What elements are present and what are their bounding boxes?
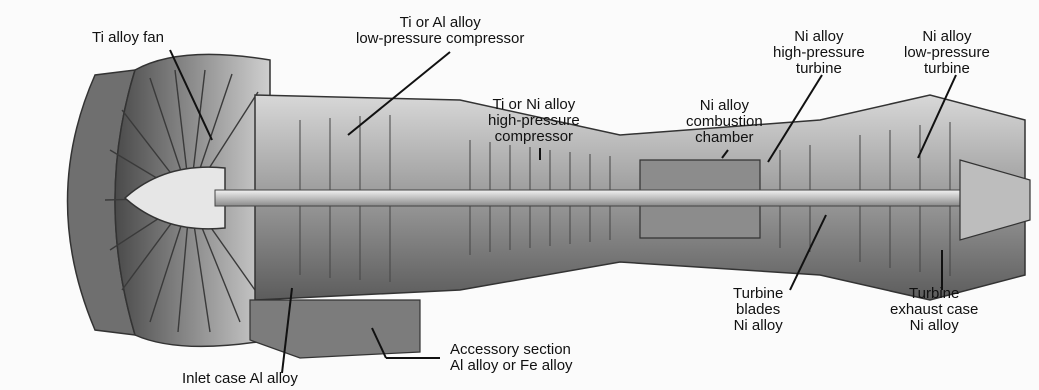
label-lpt-line-1: Ni alloy — [904, 29, 990, 45]
label-turbine-blades: Turbine blades Ni alloy — [733, 286, 783, 334]
label-lpc-line-1: Ti or Al alloy — [356, 15, 524, 31]
label-high-pressure-turbine: Ni alloy high-pressure turbine — [773, 29, 865, 77]
label-exhaust-line-2: exhaust case — [890, 302, 978, 318]
label-hpt-line-3: turbine — [773, 61, 865, 77]
label-blades-line-2: blades — [733, 302, 783, 318]
label-fan: Ti alloy fan — [92, 30, 164, 46]
label-turbine-exhaust-case: Turbine exhaust case Ni alloy — [890, 286, 978, 334]
label-accessory-section: Accessory section Al alloy or Fe alloy — [450, 342, 573, 374]
label-hpc-line-2: high-pressure — [488, 113, 580, 129]
label-accessory-line-2: Al alloy or Fe alloy — [450, 358, 573, 374]
label-hpc-line-1: Ti or Ni alloy — [488, 97, 580, 113]
label-high-pressure-compressor: Ti or Ni alloy high-pressure compressor — [488, 97, 580, 145]
label-hpt-line-2: high-pressure — [773, 45, 865, 61]
label-hpc-line-3: compressor — [488, 129, 580, 145]
label-exhaust-line-3: Ni alloy — [890, 318, 978, 334]
label-accessory-line-1: Accessory section — [450, 342, 573, 358]
label-blades-line-3: Ni alloy — [733, 318, 783, 334]
label-low-pressure-turbine: Ni alloy low-pressure turbine — [904, 29, 990, 77]
label-inlet-case: Inlet case Al alloy — [182, 371, 298, 387]
label-lpt-line-2: low-pressure — [904, 45, 990, 61]
label-hpt-line-1: Ni alloy — [773, 29, 865, 45]
label-low-pressure-compressor: Ti or Al alloy low-pressure compressor — [356, 15, 524, 47]
label-combustor-line-3: chamber — [686, 130, 763, 146]
label-lpc-line-2: low-pressure compressor — [356, 31, 524, 47]
label-inlet-line-1: Inlet case Al alloy — [182, 371, 298, 387]
label-combustor-line-1: Ni alloy — [686, 98, 763, 114]
label-lpt-line-3: turbine — [904, 61, 990, 77]
label-blades-line-1: Turbine — [733, 286, 783, 302]
label-exhaust-line-1: Turbine — [890, 286, 978, 302]
label-combustion-chamber: Ni alloy combustion chamber — [686, 98, 763, 146]
label-fan-line-1: Ti alloy fan — [92, 30, 164, 46]
label-combustor-line-2: combustion — [686, 114, 763, 130]
